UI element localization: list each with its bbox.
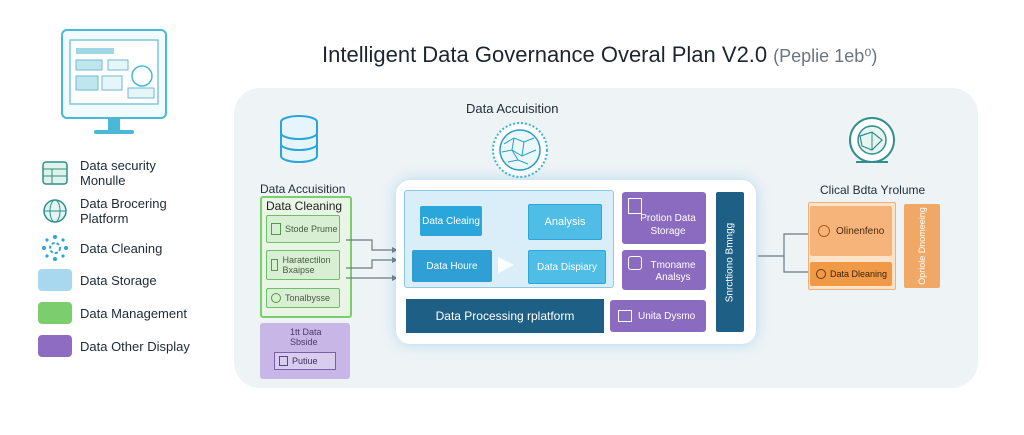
left-purple-title: 1tt Data Sbside [290, 327, 322, 347]
globe-icon [38, 197, 72, 225]
gear-icon [38, 234, 72, 262]
right-item: Data Dleaning [810, 262, 892, 286]
right-vertical-bar: Opriole Dnomeeing [904, 204, 940, 288]
legend-item-security: Data security Monulle [38, 158, 180, 188]
platform-box: Data Cleaing [420, 206, 482, 236]
monitor-illustration [61, 29, 167, 134]
storage-box: Protion Data Storage [622, 192, 706, 244]
left-purple-item: Putiue [274, 352, 336, 370]
legend-item-platform: Data Brocering Platform [38, 196, 180, 226]
left-item: Tonalbysse [266, 288, 340, 308]
layers-icon [618, 310, 632, 322]
platform-box: Data Dispiary [528, 250, 606, 284]
db-icon [628, 256, 642, 270]
clock-icon [816, 269, 826, 279]
dynamic-box: Unita Dysmo [610, 300, 706, 332]
table-icon [628, 198, 642, 214]
left-item: Haratectilon Bxaipse [266, 250, 340, 280]
db-table-icon [38, 159, 72, 187]
right-globe-icon [849, 117, 895, 163]
legend-swatch-display [38, 335, 72, 357]
legend-item-display: Data Other Display [38, 335, 190, 357]
left-panel-heading: Data Accuisition [260, 182, 346, 196]
doc-icon [271, 223, 281, 235]
analysis-box: Tmoname Analsys [622, 250, 706, 290]
platform-box: Data Houre [412, 250, 492, 282]
processing-bar: Data Processing rplatform [406, 299, 604, 333]
arrow-right-icon [498, 257, 514, 273]
vertical-bar: Snrcttiono Bmngg [716, 192, 744, 332]
legend-swatch-storage [38, 269, 72, 291]
legend-item-storage: Data Storage [38, 269, 157, 291]
connector-arrows-left [346, 239, 398, 281]
check-icon [271, 293, 281, 303]
doc-icon [271, 259, 279, 271]
doc-icon [279, 356, 288, 366]
database-icon [280, 115, 318, 163]
legend-swatch-management [38, 302, 72, 324]
search-icon [818, 225, 830, 237]
platform-box: Analysis [528, 204, 602, 240]
connector-lines-right [758, 233, 810, 273]
left-item: Stode Prume [266, 215, 340, 243]
left-panel-inner-heading: Data Cleaning [266, 199, 343, 213]
right-panel-heading: Clical Bdta Yrolume [820, 183, 926, 197]
network-globe-icon [492, 122, 548, 178]
legend-item-cleaning: Data Cleaning [38, 234, 162, 262]
page-title: Intelligent Data Governance Overal Plan … [322, 42, 878, 67]
right-item: Olinenfeno [810, 206, 892, 256]
page-subtitle: (Peplie 1eb⁰) [773, 46, 878, 66]
legend-item-management: Data Management [38, 302, 187, 324]
top-label: Data Accuisition [466, 101, 559, 116]
